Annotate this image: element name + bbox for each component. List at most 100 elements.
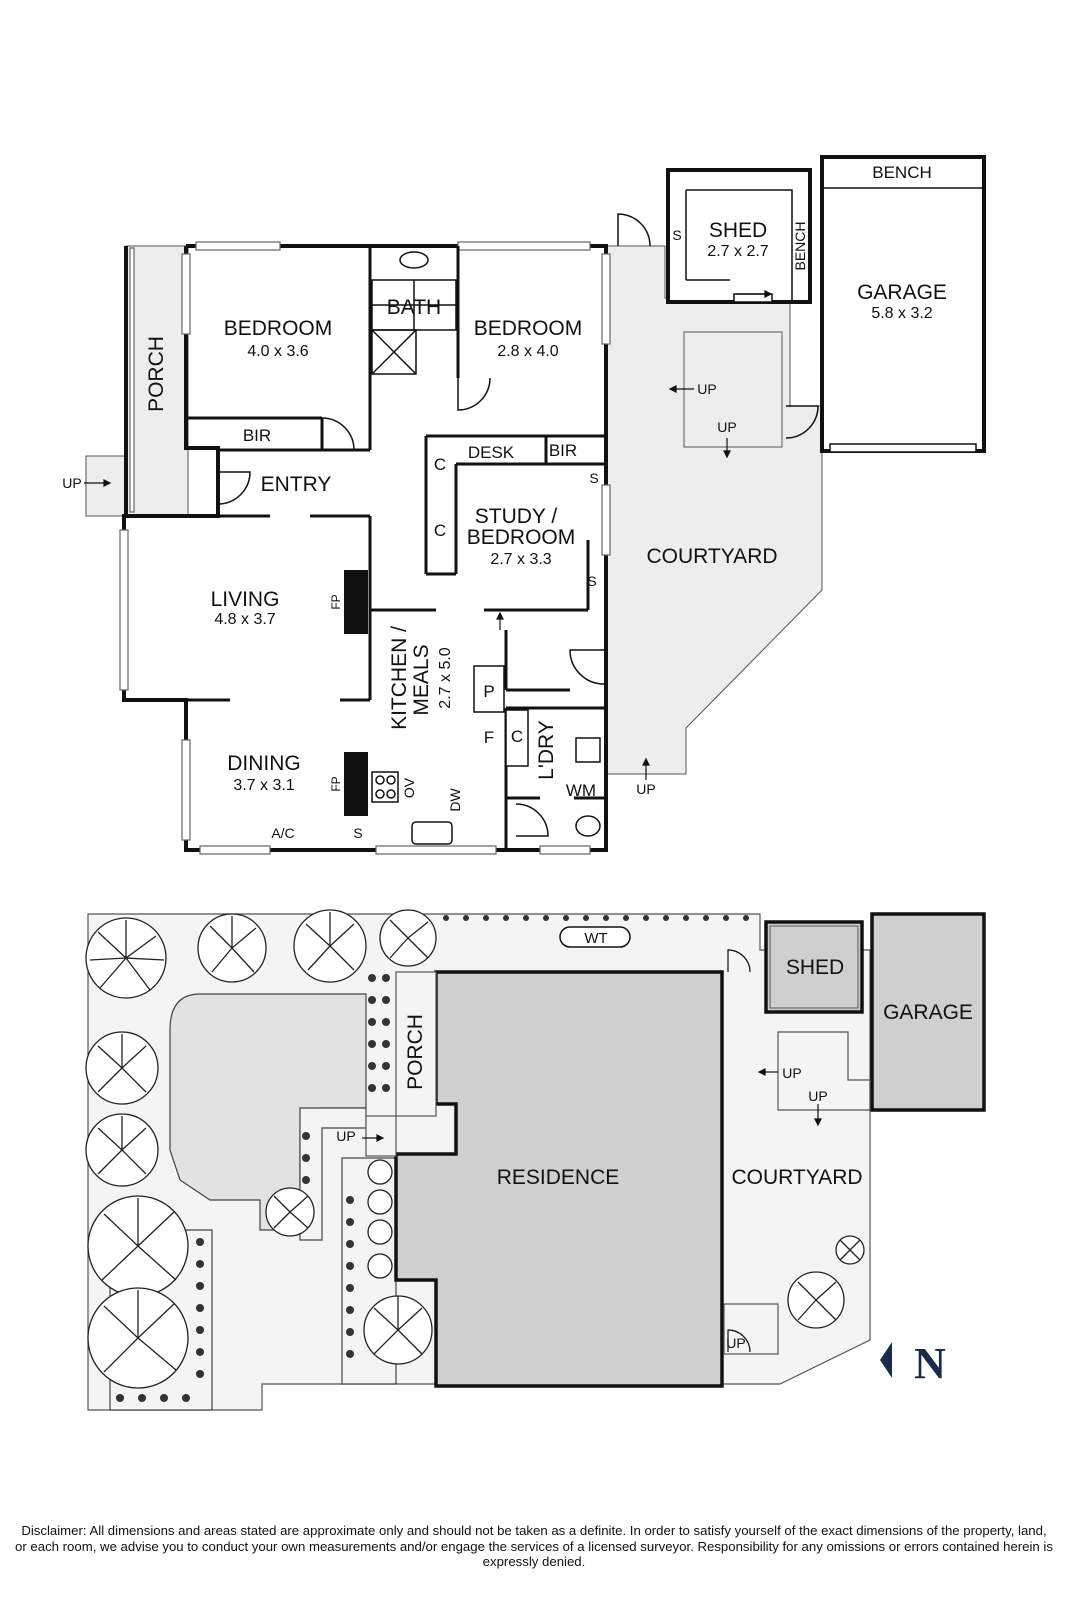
oven-label: OV	[401, 777, 417, 798]
laundry-cupboard	[505, 709, 529, 767]
site-garage-label: GARAGE	[883, 1001, 973, 1024]
outdoor-areas	[85, 245, 823, 775]
shelf-label: S	[589, 470, 598, 486]
window	[181, 739, 191, 841]
porch-step	[85, 455, 127, 517]
study-dim: 2.7 x 3.3	[490, 551, 551, 568]
tree	[85, 1113, 159, 1187]
kitchen-dim: 2.7 x 5.0	[437, 647, 454, 708]
residence-label: RESIDENCE	[497, 1166, 620, 1189]
air-con-label: A/C	[271, 825, 294, 841]
tree	[265, 1187, 315, 1237]
site-courtyard-label: COURTYARD	[731, 1166, 862, 1189]
kitchen-label-line1: KITCHEN /	[388, 626, 411, 730]
window	[539, 845, 591, 855]
fridge-label: F	[484, 728, 494, 747]
hedge-dots	[116, 915, 749, 1402]
tree	[835, 1235, 865, 1265]
site-porch	[395, 971, 437, 1117]
shed-dim: 2.7 x 2.7	[707, 243, 768, 260]
kitchen-fixtures	[371, 665, 601, 845]
shelf-label: S	[587, 573, 596, 589]
tree	[87, 1287, 189, 1389]
basin	[399, 251, 429, 269]
trees	[85, 909, 865, 1389]
bedroom1-dim: 4.0 x 3.6	[247, 343, 308, 360]
north-arrow-icon	[880, 1342, 892, 1378]
garage-bench-label: BENCH	[872, 163, 932, 182]
site-arrows	[362, 1068, 822, 1142]
residence-footprint	[394, 970, 724, 1388]
site-landing	[777, 1031, 871, 1111]
laundry-trough	[575, 737, 601, 763]
tree	[787, 1271, 845, 1329]
tree	[87, 1195, 189, 1297]
house-walls	[122, 244, 608, 852]
bir1-label: BIR	[243, 426, 271, 445]
site-shed-inner	[769, 925, 859, 1009]
study-label-line1: STUDY /	[475, 505, 558, 528]
garage-dim: 5.8 x 3.2	[871, 305, 932, 322]
site-plan: N WT SHED GARAGE PORCH RESIDENCE COURTYA…	[85, 909, 986, 1411]
living-dim: 4.8 x 3.7	[214, 611, 275, 628]
window	[195, 241, 281, 251]
fireplace-label: FP	[329, 776, 343, 791]
site-up-label: UP	[782, 1065, 801, 1081]
window	[375, 845, 497, 855]
window	[129, 247, 135, 513]
courtyard-label: COURTYARD	[646, 545, 777, 568]
site-porch-label: PORCH	[404, 1014, 427, 1090]
garage-label: GARAGE	[857, 281, 947, 304]
washing-machine-label: WM	[566, 781, 596, 800]
bedroom2-label: BEDROOM	[474, 317, 583, 340]
window	[601, 484, 611, 556]
cupboard-label: C	[434, 521, 446, 540]
desk-label: DESK	[468, 443, 515, 462]
tree	[293, 909, 367, 983]
living-label: LIVING	[211, 588, 280, 611]
bedroom1-label: BEDROOM	[224, 317, 333, 340]
dining-dim: 3.7 x 3.1	[233, 777, 294, 794]
water-tank-label: WT	[584, 930, 607, 947]
courtyard-area	[605, 245, 823, 775]
bath-fixtures	[371, 251, 457, 375]
arrows	[84, 290, 773, 780]
shelf-label: S	[353, 825, 362, 841]
site-rear-step	[723, 1303, 779, 1355]
laundry-label: L'DRY	[535, 720, 558, 780]
tree	[85, 1031, 159, 1105]
pantry-label: P	[483, 682, 494, 701]
kitchen-label-line2: MEALS	[410, 644, 433, 715]
tree	[379, 909, 437, 967]
site-door	[727, 1329, 751, 1353]
site-door	[727, 949, 751, 973]
disclaimer-text: Disclaimer: All dimensions and areas sta…	[15, 1523, 1053, 1569]
tree	[197, 913, 267, 983]
up-label: UP	[697, 381, 716, 397]
north-label: N	[914, 1339, 946, 1388]
shed-label: SHED	[709, 219, 767, 242]
garage-building	[820, 155, 986, 453]
site-shed-label: SHED	[786, 956, 844, 979]
up-label: UP	[636, 781, 655, 797]
fireplace	[344, 752, 368, 816]
pantry	[473, 665, 505, 713]
bir2-label: BIR	[549, 441, 577, 460]
tree	[367, 1159, 393, 1279]
doors	[217, 213, 819, 837]
water-tank	[559, 926, 631, 948]
study-label-line2: BEDROOM	[467, 526, 576, 549]
laundry-cupboard-label: C	[511, 727, 523, 746]
window	[119, 529, 129, 691]
garden-bed	[299, 1107, 367, 1241]
shed-shelf-label: S	[672, 227, 681, 243]
fireplace	[344, 570, 368, 634]
porch-area	[125, 245, 189, 517]
site-shed	[764, 920, 864, 1014]
bedroom2-dim: 2.8 x 4.0	[497, 343, 558, 360]
sink	[411, 821, 453, 845]
toilet	[575, 815, 601, 837]
interior-walls	[186, 246, 606, 850]
up-label: UP	[717, 419, 736, 435]
